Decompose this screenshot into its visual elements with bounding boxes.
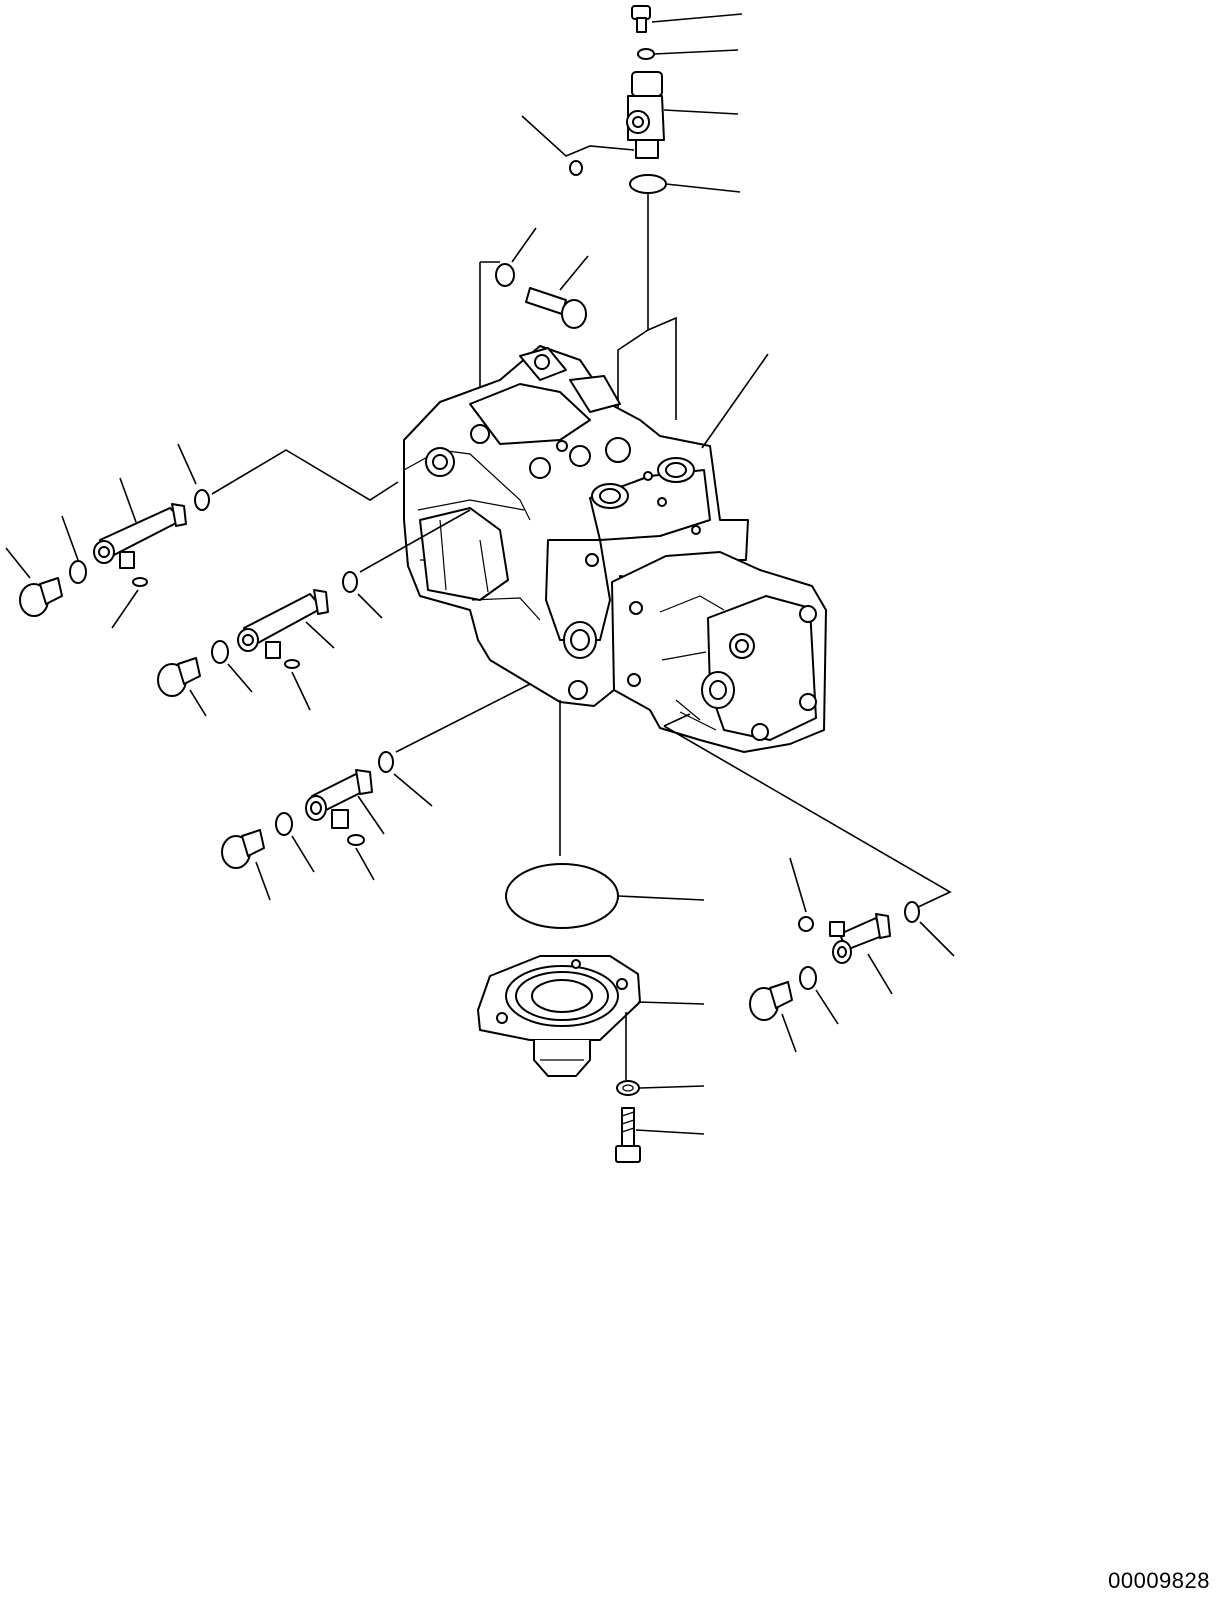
leader-line bbox=[639, 1085, 705, 1089]
right-tee-fitting[interactable] bbox=[829, 913, 891, 964]
leader-line bbox=[651, 13, 743, 23]
leader-line bbox=[227, 663, 253, 693]
leader-line bbox=[255, 861, 271, 901]
right-washer[interactable] bbox=[799, 966, 817, 990]
left-small-ring-2[interactable] bbox=[284, 659, 300, 669]
right-small-ring[interactable] bbox=[798, 916, 814, 932]
leader-line bbox=[617, 194, 649, 420]
leader-line bbox=[61, 515, 79, 561]
right-bolt[interactable] bbox=[749, 981, 793, 1021]
leader-line bbox=[511, 227, 537, 263]
elbow-o-ring[interactable] bbox=[629, 174, 667, 194]
leader-line bbox=[919, 921, 955, 957]
leader-line bbox=[647, 316, 677, 420]
left-small-ring-1[interactable] bbox=[132, 577, 148, 587]
leader-line bbox=[867, 953, 893, 995]
leader-line bbox=[291, 671, 311, 711]
leader-line bbox=[789, 857, 807, 913]
left-small-ring-3[interactable] bbox=[347, 834, 365, 846]
left-washer-2[interactable] bbox=[211, 640, 229, 664]
upper-bolt[interactable] bbox=[525, 287, 587, 329]
leader-line bbox=[663, 713, 691, 727]
left-washer-1[interactable] bbox=[69, 560, 87, 584]
leader-line bbox=[291, 835, 315, 873]
suction-flange[interactable] bbox=[477, 955, 641, 1077]
leader-line bbox=[665, 183, 741, 193]
leader-line bbox=[211, 449, 399, 501]
leader-line bbox=[5, 547, 31, 579]
left-bolt-1[interactable] bbox=[19, 577, 63, 617]
left-elbow-tube-1[interactable] bbox=[93, 503, 187, 569]
leader-line bbox=[653, 49, 739, 55]
leader-line bbox=[781, 1013, 797, 1053]
leader-line bbox=[395, 683, 531, 753]
leader-line bbox=[637, 1001, 705, 1005]
leader-line bbox=[635, 1129, 705, 1135]
leader-line bbox=[357, 593, 383, 619]
leader-line bbox=[617, 895, 705, 901]
leader-line bbox=[815, 989, 839, 1025]
leader-line bbox=[305, 621, 335, 649]
leader-line bbox=[359, 509, 471, 573]
left-tee-fitting-3[interactable] bbox=[305, 769, 373, 829]
flange-bolt[interactable] bbox=[615, 1107, 641, 1163]
illustration-code: 00009828 bbox=[1108, 1568, 1210, 1593]
left-o-ring-1[interactable] bbox=[194, 489, 210, 511]
left-elbow-tube-2[interactable] bbox=[237, 589, 329, 659]
large-o-ring[interactable] bbox=[505, 863, 619, 929]
leader-line bbox=[119, 477, 137, 523]
leader-line bbox=[355, 847, 375, 881]
leader-line bbox=[357, 795, 385, 835]
leader-line bbox=[559, 255, 589, 291]
leader-line bbox=[189, 689, 207, 717]
leader-line bbox=[521, 115, 635, 157]
left-o-ring-3[interactable] bbox=[378, 751, 394, 773]
top-elbow-fitting[interactable] bbox=[626, 71, 665, 159]
upper-washer[interactable] bbox=[495, 263, 515, 287]
top-washer[interactable] bbox=[637, 48, 655, 60]
flange-washer[interactable] bbox=[616, 1080, 640, 1096]
leader-line bbox=[177, 443, 197, 485]
left-bolt-2[interactable] bbox=[157, 657, 201, 697]
left-o-ring-2[interactable] bbox=[342, 571, 358, 593]
small-o-ring[interactable] bbox=[569, 160, 583, 176]
leader-line bbox=[393, 773, 433, 807]
leader-line bbox=[111, 589, 139, 629]
right-o-ring[interactable] bbox=[904, 901, 920, 923]
top-bolt[interactable] bbox=[631, 5, 651, 33]
main-pump-body[interactable] bbox=[403, 345, 827, 753]
left-washer-3[interactable] bbox=[275, 812, 293, 836]
leader-line bbox=[663, 109, 739, 115]
leader-line bbox=[701, 353, 769, 449]
leader-line bbox=[663, 725, 952, 909]
left-bolt-3[interactable] bbox=[221, 829, 265, 869]
